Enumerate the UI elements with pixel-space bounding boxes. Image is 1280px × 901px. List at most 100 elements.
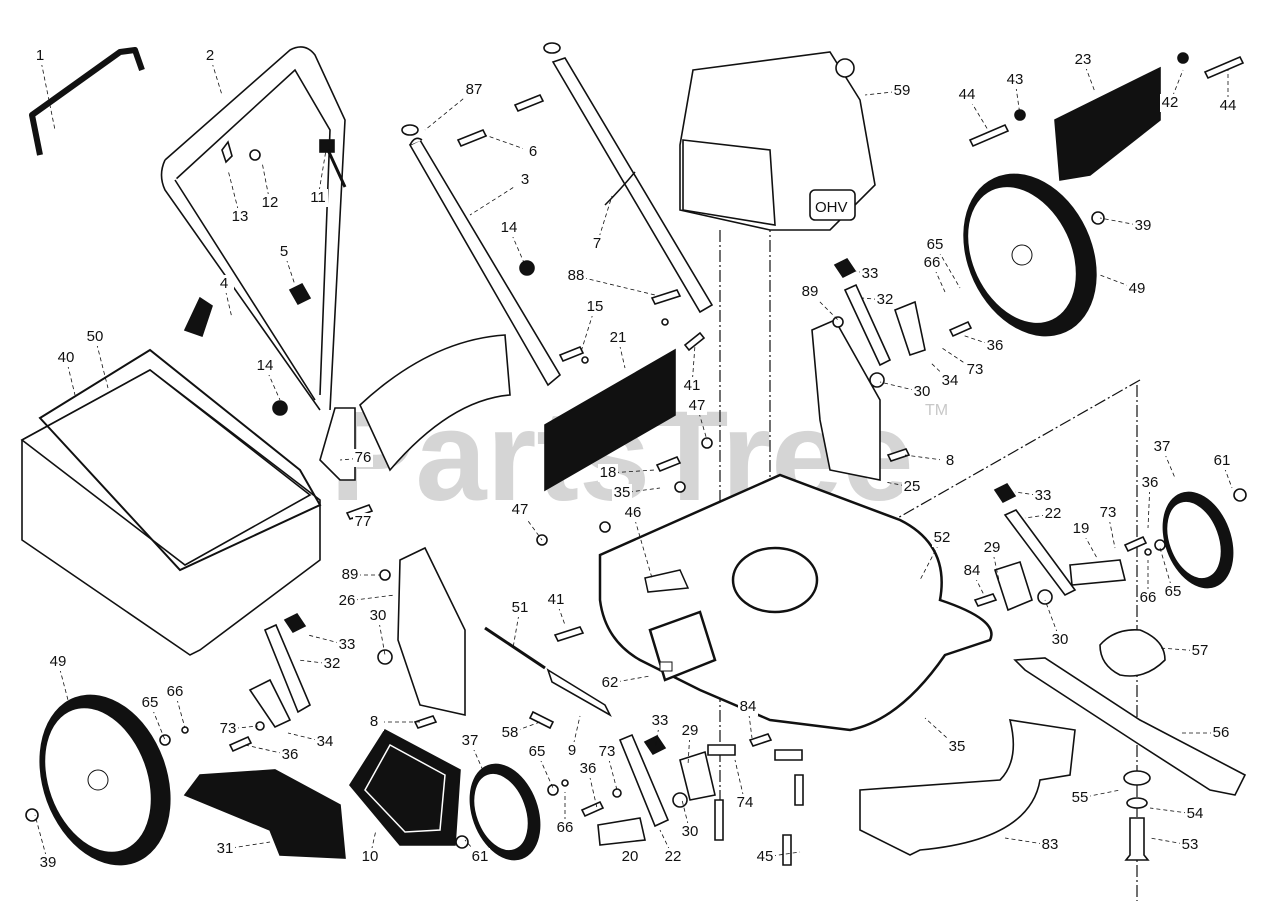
part-35-nut[interactable] bbox=[674, 481, 686, 493]
callout-34[interactable]: 34 bbox=[929, 361, 960, 390]
callout-label[interactable]: 20 bbox=[622, 848, 639, 865]
callout-89[interactable]: 89 bbox=[340, 566, 380, 584]
callout-57[interactable]: 57 bbox=[1159, 642, 1210, 660]
part-21-rear-flap[interactable] bbox=[544, 348, 676, 492]
part-87-cap[interactable] bbox=[543, 42, 561, 54]
callout-label[interactable]: 49 bbox=[50, 653, 67, 670]
callout-74[interactable]: 74 bbox=[734, 759, 755, 812]
callout-label[interactable]: 13 bbox=[232, 208, 249, 225]
part-44-bolt[interactable] bbox=[968, 123, 1010, 148]
callout-label[interactable]: 31 bbox=[217, 840, 234, 857]
callout-label[interactable]: 22 bbox=[1045, 505, 1062, 522]
callout-66[interactable]: 66 bbox=[555, 792, 575, 837]
callout-label[interactable]: 57 bbox=[1192, 642, 1209, 659]
callout-66[interactable]: 66 bbox=[922, 254, 946, 293]
callout-label[interactable]: 29 bbox=[682, 722, 699, 739]
callout-11[interactable]: 11 bbox=[308, 149, 328, 207]
part-6-bolt[interactable] bbox=[513, 93, 545, 113]
part-14-knob[interactable] bbox=[519, 260, 535, 276]
callout-30[interactable]: 30 bbox=[680, 799, 700, 841]
part-50-catcher-frame[interactable] bbox=[38, 348, 322, 572]
callout-label[interactable]: 4 bbox=[220, 275, 228, 292]
callout-65[interactable]: 65 bbox=[925, 236, 961, 289]
callout-41[interactable]: 41 bbox=[682, 344, 702, 395]
callout-36[interactable]: 36 bbox=[961, 334, 1005, 355]
part-54-lockwasher[interactable] bbox=[1126, 797, 1148, 809]
callout-label[interactable]: 73 bbox=[599, 743, 616, 760]
callout-label[interactable]: 10 bbox=[362, 848, 379, 865]
callout-label[interactable]: 43 bbox=[1007, 71, 1024, 88]
callout-39[interactable]: 39 bbox=[1099, 217, 1153, 235]
callout-label[interactable]: 3 bbox=[521, 171, 529, 188]
callout-45[interactable]: 45 bbox=[755, 848, 801, 866]
callout-label[interactable]: 56 bbox=[1213, 724, 1230, 741]
part-39-nut[interactable] bbox=[1091, 211, 1105, 225]
part-76-rear-shield-bracket[interactable] bbox=[319, 407, 356, 481]
part-12-knob[interactable] bbox=[249, 149, 261, 161]
callout-label[interactable]: 89 bbox=[802, 283, 819, 300]
callout-52[interactable]: 52 bbox=[919, 529, 952, 581]
callout-label[interactable]: 8 bbox=[370, 713, 378, 730]
callout-label[interactable]: 39 bbox=[1135, 217, 1152, 234]
callout-23[interactable]: 23 bbox=[1073, 51, 1096, 93]
callout-8[interactable]: 8 bbox=[364, 713, 420, 731]
part-15-clip[interactable] bbox=[661, 318, 669, 326]
part-3-lower-handles[interactable] bbox=[408, 57, 714, 387]
part-20-bracket[interactable] bbox=[597, 817, 646, 846]
callout-13[interactable]: 13 bbox=[227, 169, 250, 226]
part-65-washer[interactable] bbox=[547, 784, 559, 796]
callout-34[interactable]: 34 bbox=[287, 732, 335, 751]
callout-88[interactable]: 88 bbox=[566, 267, 656, 296]
callout-label[interactable]: 5 bbox=[280, 243, 288, 260]
part-33-grip[interactable] bbox=[993, 482, 1017, 504]
callout-29[interactable]: 29 bbox=[680, 722, 700, 766]
part-59-engine[interactable]: OHV bbox=[679, 51, 876, 231]
callout-36[interactable]: 36 bbox=[1140, 474, 1160, 529]
callout-53[interactable]: 53 bbox=[1149, 836, 1200, 854]
part-46-plug[interactable] bbox=[644, 569, 690, 593]
part-53-blade-bolt[interactable] bbox=[1124, 817, 1150, 861]
part-87-cap[interactable] bbox=[401, 124, 419, 136]
callout-14[interactable]: 14 bbox=[499, 219, 526, 266]
part-56-blade[interactable] bbox=[1013, 657, 1247, 796]
part-7-cable[interactable] bbox=[604, 171, 636, 206]
part-10-cover[interactable] bbox=[349, 728, 461, 846]
callout-31[interactable]: 31 bbox=[215, 840, 271, 858]
part-8-bolt[interactable] bbox=[886, 448, 911, 462]
part-33-grip[interactable] bbox=[283, 612, 307, 634]
part-88-bolt[interactable] bbox=[558, 345, 585, 363]
part-34-bracket[interactable] bbox=[894, 300, 926, 357]
callout-label[interactable]: 30 bbox=[370, 607, 387, 624]
part-49-rear-wheel[interactable] bbox=[17, 676, 194, 884]
part-74-clip[interactable] bbox=[707, 744, 736, 756]
callout-label[interactable]: 44 bbox=[959, 86, 976, 103]
callout-label[interactable]: 21 bbox=[610, 329, 627, 346]
callout-77[interactable]: 77 bbox=[349, 513, 373, 531]
callout-label[interactable]: 23 bbox=[1075, 51, 1092, 68]
callout-label[interactable]: 33 bbox=[339, 636, 356, 653]
callout-20[interactable]: 20 bbox=[620, 848, 640, 866]
part-42-spring[interactable] bbox=[1177, 52, 1189, 64]
callout-label[interactable]: 53 bbox=[1182, 836, 1199, 853]
callout-label[interactable]: 89 bbox=[342, 566, 359, 583]
callout-label[interactable]: 66 bbox=[1140, 589, 1157, 606]
part-49-rear-wheel[interactable] bbox=[938, 152, 1122, 358]
part-39-nut[interactable] bbox=[25, 808, 39, 822]
callout-label[interactable]: 61 bbox=[1214, 452, 1231, 469]
callout-label[interactable]: 34 bbox=[942, 372, 959, 389]
callout-61[interactable]: 61 bbox=[1212, 452, 1233, 489]
callout-5[interactable]: 5 bbox=[274, 243, 296, 286]
callout-83[interactable]: 83 bbox=[1004, 836, 1060, 854]
callout-label[interactable]: 29 bbox=[984, 539, 1001, 556]
part-52-cutting-deck[interactable] bbox=[598, 473, 993, 732]
callout-label[interactable]: 15 bbox=[587, 298, 604, 315]
callout-47[interactable]: 47 bbox=[510, 501, 543, 541]
callout-19[interactable]: 19 bbox=[1071, 520, 1098, 559]
callout-label[interactable]: 46 bbox=[625, 504, 642, 521]
part-6-bolt[interactable] bbox=[456, 128, 488, 148]
callout-33[interactable]: 33 bbox=[849, 265, 880, 283]
part-30-spacer[interactable] bbox=[1037, 589, 1053, 605]
callout-label[interactable]: 58 bbox=[502, 724, 519, 741]
callout-30[interactable]: 30 bbox=[1044, 599, 1070, 649]
callout-label[interactable]: 88 bbox=[568, 267, 585, 284]
